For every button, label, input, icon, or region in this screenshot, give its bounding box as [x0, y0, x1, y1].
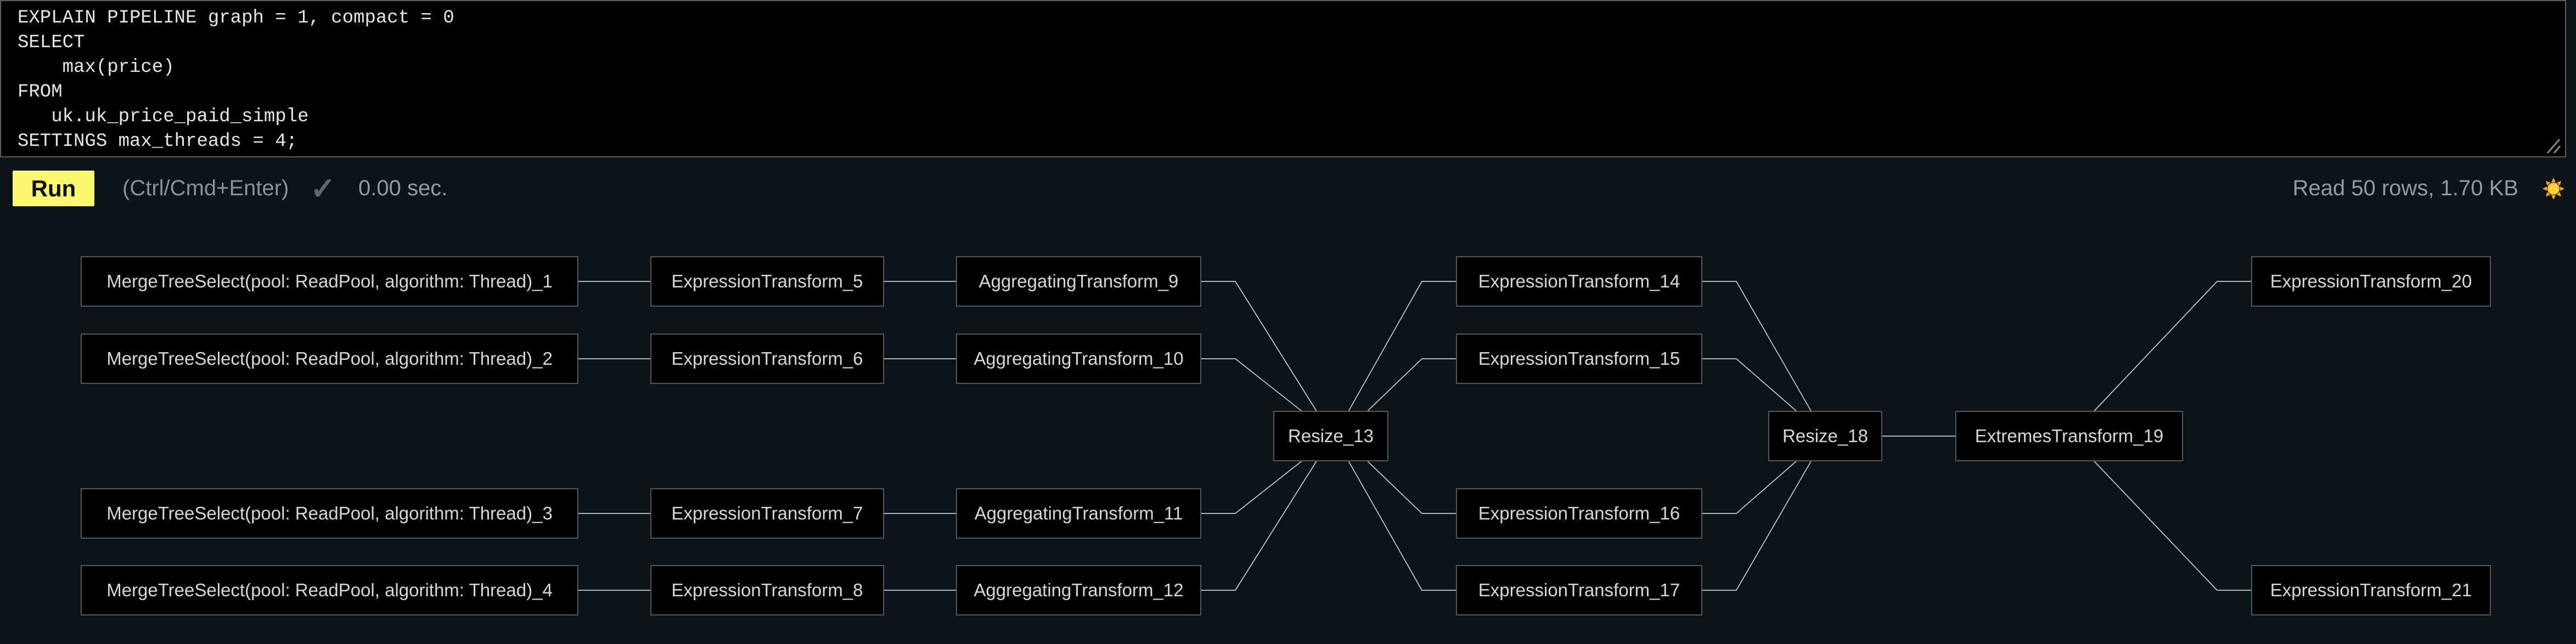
graph-edge-n19-n21	[2094, 461, 2251, 591]
graph-node-ExpressionTransform_14: ExpressionTransform_14	[1456, 256, 1702, 307]
query-editor[interactable]: EXPLAIN PIPELINE graph = 1, compact = 0 …	[0, 0, 2566, 157]
graph-edge-n17-n18	[1702, 461, 1812, 591]
graph-node-ExpressionTransform_8: ExpressionTransform_8	[650, 565, 884, 615]
sun-icon[interactable]	[2542, 177, 2565, 200]
graph-node-ExtremesTransform_19: ExtremesTransform_19	[1955, 411, 2183, 461]
graph-node-ExpressionTransform_16: ExpressionTransform_16	[1456, 488, 1702, 539]
graph-edge-n11-n13	[1201, 461, 1302, 514]
graph-edge-n13-n15	[1367, 358, 1456, 411]
graph-node-MergeTreeSelect(pool: ReadPool, algorithm: Thread)_1: MergeTreeSelect(pool: ReadPool, algorith…	[81, 256, 578, 307]
textarea-resize-handle-icon[interactable]	[2541, 136, 2563, 155]
graph-edge-n9-n13	[1201, 281, 1317, 411]
graph-node-ExpressionTransform_15: ExpressionTransform_15	[1456, 334, 1702, 384]
graph-node-AggregatingTransform_10: AggregatingTransform_10	[956, 334, 1201, 384]
check-icon: ✓	[310, 171, 336, 206]
read-stats: Read 50 rows, 1.70 KB	[2292, 176, 2518, 200]
graph-node-ExpressionTransform_7: ExpressionTransform_7	[650, 488, 884, 539]
graph-node-ExpressionTransform_5: ExpressionTransform_5	[650, 256, 884, 307]
graph-node-AggregatingTransform_9: AggregatingTransform_9	[956, 256, 1201, 307]
graph-node-Resize_18: Resize_18	[1768, 411, 1882, 461]
graph-node-ExpressionTransform_21: ExpressionTransform_21	[2251, 565, 2491, 615]
elapsed-time: 0.00 sec.	[358, 176, 448, 200]
sun-rays-icon	[2543, 178, 2564, 200]
sun-core-icon	[2547, 182, 2560, 195]
run-shortcut-hint: (Ctrl/Cmd+Enter)	[122, 176, 289, 200]
graph-node-ExpressionTransform_20: ExpressionTransform_20	[2251, 256, 2491, 307]
graph-edge-n10-n13	[1201, 358, 1302, 411]
graph-edge-n15-n18	[1702, 358, 1797, 411]
graph-edge-n12-n13	[1201, 461, 1317, 591]
graph-node-AggregatingTransform_12: AggregatingTransform_12	[956, 565, 1201, 615]
graph-node-ExpressionTransform_6: ExpressionTransform_6	[650, 334, 884, 384]
graph-edge-n19-n20	[2094, 281, 2251, 411]
run-button[interactable]: Run	[13, 171, 94, 206]
graph-node-ExpressionTransform_17: ExpressionTransform_17	[1456, 565, 1702, 615]
graph-node-MergeTreeSelect(pool: ReadPool, algorithm: Thread)_4: MergeTreeSelect(pool: ReadPool, algorith…	[81, 565, 578, 615]
graph-node-AggregatingTransform_11: AggregatingTransform_11	[956, 488, 1201, 539]
graph-node-MergeTreeSelect(pool: ReadPool, algorithm: Thread)_3: MergeTreeSelect(pool: ReadPool, algorith…	[81, 488, 578, 539]
graph-node-MergeTreeSelect(pool: ReadPool, algorithm: Thread)_2: MergeTreeSelect(pool: ReadPool, algorith…	[81, 334, 578, 384]
graph-edge-n14-n18	[1702, 281, 1812, 411]
graph-edge-n13-n16	[1367, 461, 1456, 514]
graph-edge-n13-n14	[1348, 281, 1456, 411]
graph-node-Resize_13: Resize_13	[1273, 411, 1388, 461]
graph-edge-n13-n17	[1348, 461, 1456, 591]
graph-edge-n16-n18	[1702, 461, 1797, 514]
